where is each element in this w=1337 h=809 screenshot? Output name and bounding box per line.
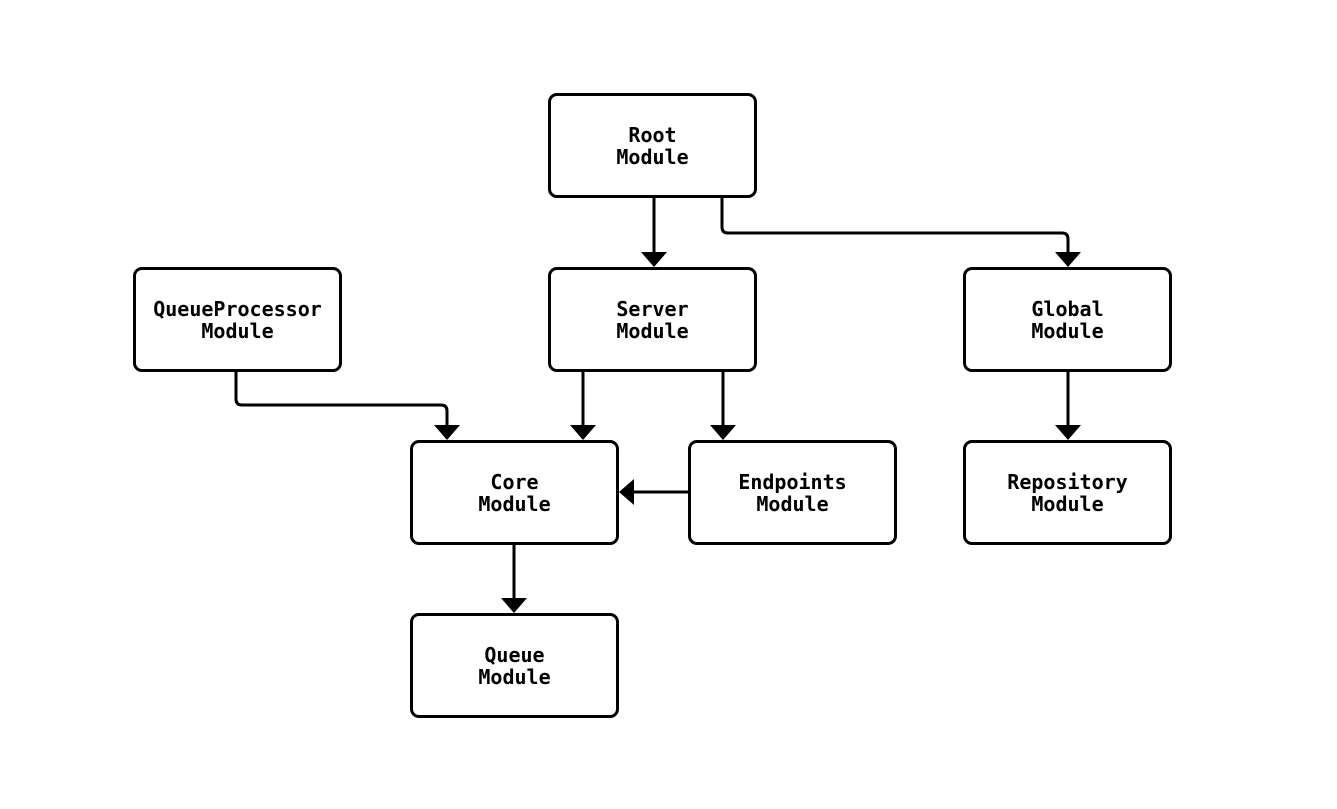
arrowhead-server-to-core	[570, 425, 596, 440]
arrowhead-core-to-queue	[501, 598, 527, 613]
node-label: Endpoints Module	[738, 469, 847, 516]
node-root-module: Root Module	[548, 93, 757, 198]
arrowhead-root-to-global	[1055, 252, 1081, 267]
node-queueprocessor-module: QueueProcessor Module	[133, 267, 342, 372]
node-core-module: Core Module	[410, 440, 619, 545]
node-label: Server Module	[616, 296, 689, 343]
node-repository-module: Repository Module	[963, 440, 1172, 545]
node-label: Root Module	[616, 122, 689, 169]
node-queue-module: Queue Module	[410, 613, 619, 718]
node-server-module: Server Module	[548, 267, 757, 372]
node-label: Repository Module	[1007, 469, 1128, 516]
edge-root-to-global	[720, 198, 1070, 252]
arrowhead-root-to-server	[641, 252, 667, 267]
arrowhead-global-to-repository	[1055, 425, 1081, 440]
node-label: Global Module	[1031, 296, 1104, 343]
node-label: QueueProcessor Module	[153, 296, 322, 343]
node-global-module: Global Module	[963, 267, 1172, 372]
node-label: Core Module	[478, 469, 551, 516]
node-label: Queue Module	[478, 642, 551, 689]
arrowhead-endpoints-to-core	[619, 479, 634, 505]
node-endpoints-module: Endpoints Module	[688, 440, 897, 545]
edge-queueprocessor-to-core	[234, 372, 449, 425]
arrowhead-server-to-endpoints	[710, 425, 736, 440]
arrowhead-queueprocessor-to-core	[434, 425, 460, 440]
